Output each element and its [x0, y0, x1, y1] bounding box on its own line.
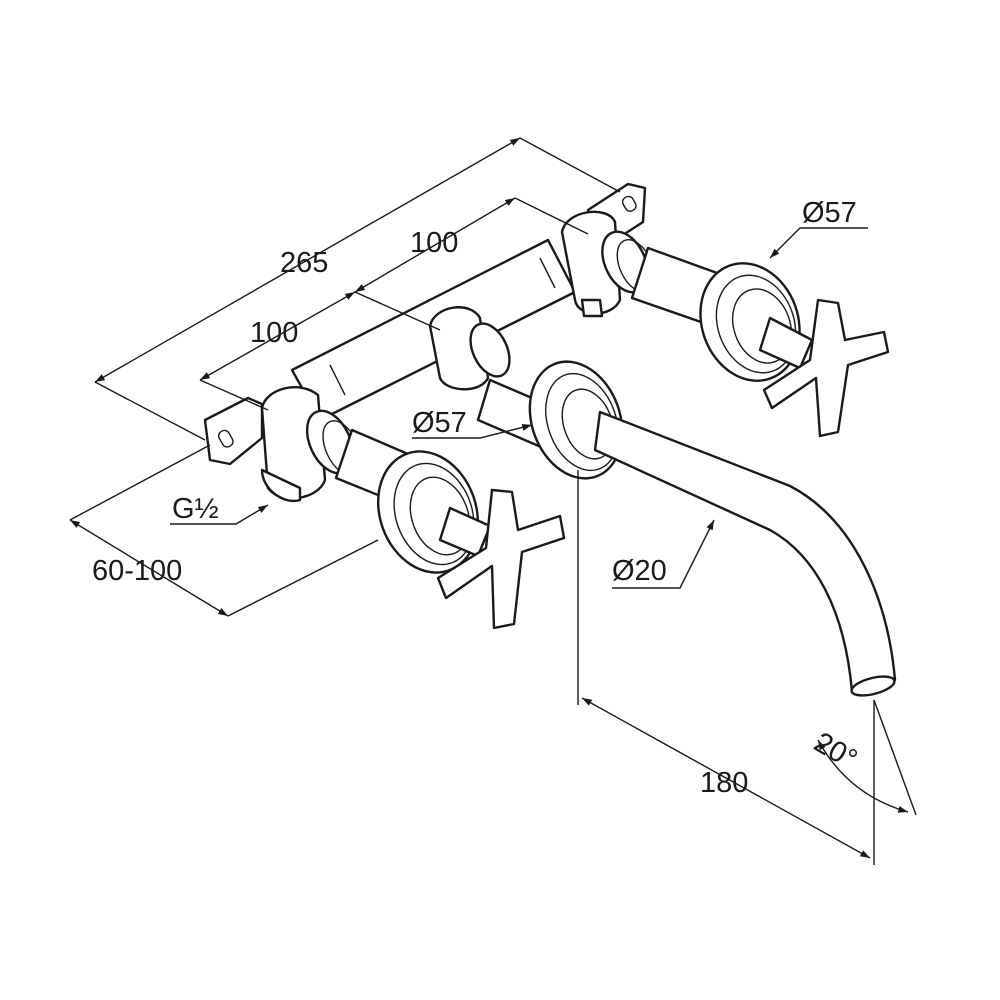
spout-pipe: [593, 410, 897, 694]
left-handle: [334, 428, 566, 630]
spacing-right-label: 100: [410, 227, 458, 259]
spout: [476, 360, 897, 697]
overall-width-label: 265: [280, 247, 328, 279]
wall-depth-label: 60-100: [92, 555, 182, 587]
left-cross-handle: [436, 488, 566, 630]
rosette-middle-label: Ø57: [412, 407, 467, 439]
connection-label: G½: [172, 493, 219, 525]
left-wall-bracket: [203, 396, 264, 466]
left-valve-body: [260, 386, 362, 503]
spout-angle-label: 20°: [809, 726, 863, 776]
right-valve-body: [560, 210, 656, 318]
spacing-left-label: 100: [250, 317, 298, 349]
spout-diameter-label: Ø20: [612, 555, 667, 587]
dimension-lines: [69, 137, 917, 865]
spout-length-label: 180: [700, 767, 748, 799]
right-cross-handle: [762, 298, 890, 438]
right-handle: [630, 246, 890, 438]
rosette-right-label: Ø57: [802, 197, 857, 229]
